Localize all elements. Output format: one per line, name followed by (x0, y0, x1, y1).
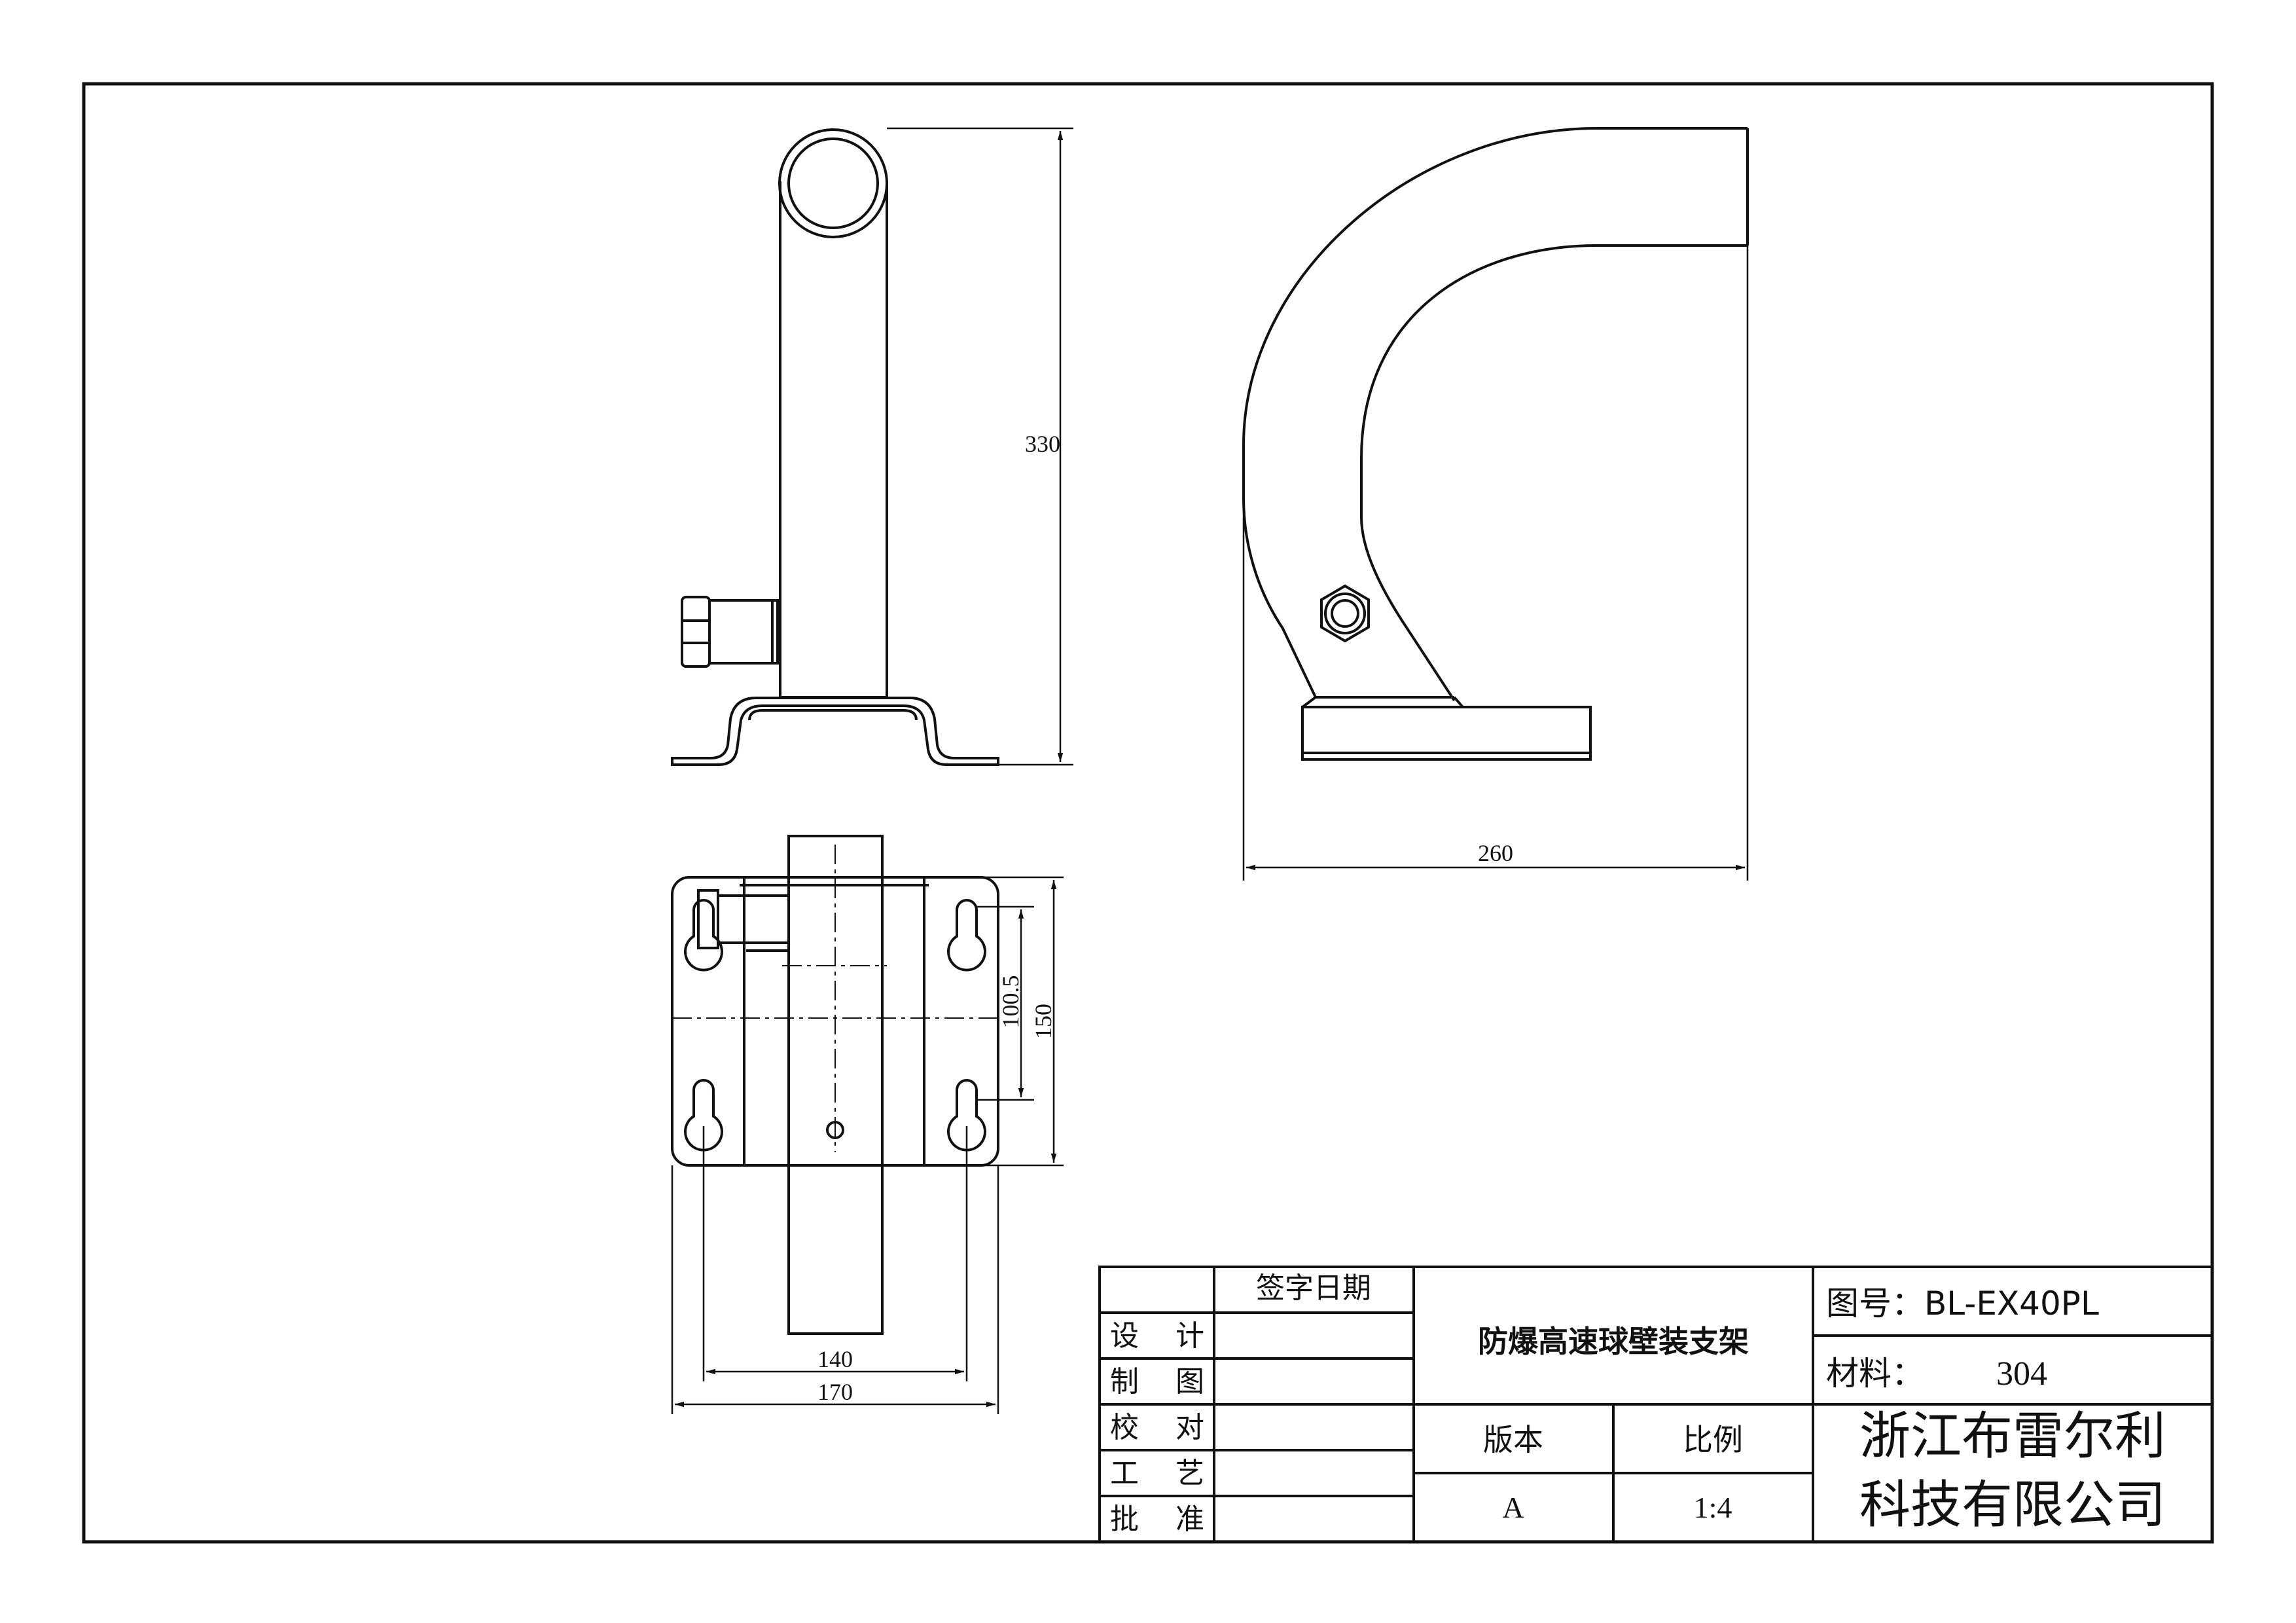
drawing-number: 图号：BL-EX40PL (1826, 1285, 2099, 1322)
scale-value: 1:4 (1694, 1491, 1732, 1524)
cable-gland-body (708, 599, 781, 665)
role-design-2: 计 (1175, 1319, 1204, 1353)
dim-plate-height (975, 876, 1064, 1167)
role-draw-1: 制 (1110, 1365, 1139, 1398)
side-arm-outer (1242, 127, 1748, 698)
side-arm-inner (1360, 244, 1748, 702)
dim-label-260: 260 (1478, 840, 1513, 866)
cable-gland-nut (681, 596, 711, 668)
dim-label-100-5: 100.5 (997, 976, 1024, 1029)
keyhole-slot-top-right (947, 899, 986, 972)
dim-label-170: 170 (817, 1379, 853, 1405)
material-value: 304 (1996, 1355, 2047, 1393)
keyhole-slot-top-left (684, 899, 723, 972)
company-name-line2: 科技有限公司 (1859, 1476, 2166, 1535)
title-block (1098, 1266, 2214, 1543)
center-lines (672, 845, 998, 1152)
drawing-border (82, 82, 2214, 1544)
dim-label-140: 140 (817, 1346, 853, 1372)
version-value: A (1502, 1491, 1524, 1524)
role-process-2: 艺 (1175, 1457, 1204, 1490)
role-check-1: 校 (1110, 1411, 1139, 1444)
side-hex-nut (1320, 584, 1370, 643)
role-approve-1: 批 (1110, 1503, 1139, 1536)
front-view (671, 128, 999, 766)
role-check-2: 对 (1175, 1411, 1204, 1444)
version-label: 版本 (1483, 1422, 1543, 1457)
pipe-end-outer (778, 128, 888, 238)
dim-label-150: 150 (1030, 1004, 1056, 1039)
front-base-bracket (671, 697, 999, 766)
front-pipe-body (779, 181, 888, 699)
keyhole-slot-bottom-left (684, 1079, 723, 1152)
top-view (671, 835, 999, 1335)
side-base-plate (1301, 706, 1592, 761)
dim-total-width (1242, 246, 1749, 881)
role-design-1: 设 (1110, 1319, 1139, 1353)
company-name-line1: 浙江布雷尔利 (1859, 1407, 2166, 1466)
material-label: 材料： (1826, 1355, 1924, 1393)
mounting-plate (671, 876, 999, 1167)
dim-total-height (887, 127, 1073, 766)
scale-label: 比例 (1683, 1422, 1743, 1457)
dim-plate-width (671, 1126, 999, 1414)
role-process-1: 工 (1110, 1457, 1139, 1490)
pipe-end-inner (787, 137, 879, 229)
top-cable-gland-nut (697, 889, 719, 949)
sign-date-header: 签字日期 (1256, 1271, 1371, 1305)
keyhole-slot-bottom-right (947, 1079, 986, 1152)
dim-label-330: 330 (1025, 431, 1060, 457)
side-view (1242, 127, 1749, 761)
product-name: 防爆高速球壁装支架 (1478, 1324, 1749, 1359)
top-pipe (787, 835, 884, 1335)
role-approve-2: 准 (1175, 1503, 1204, 1536)
role-draw-2: 图 (1175, 1365, 1204, 1398)
top-cable-gland-body (717, 894, 790, 944)
